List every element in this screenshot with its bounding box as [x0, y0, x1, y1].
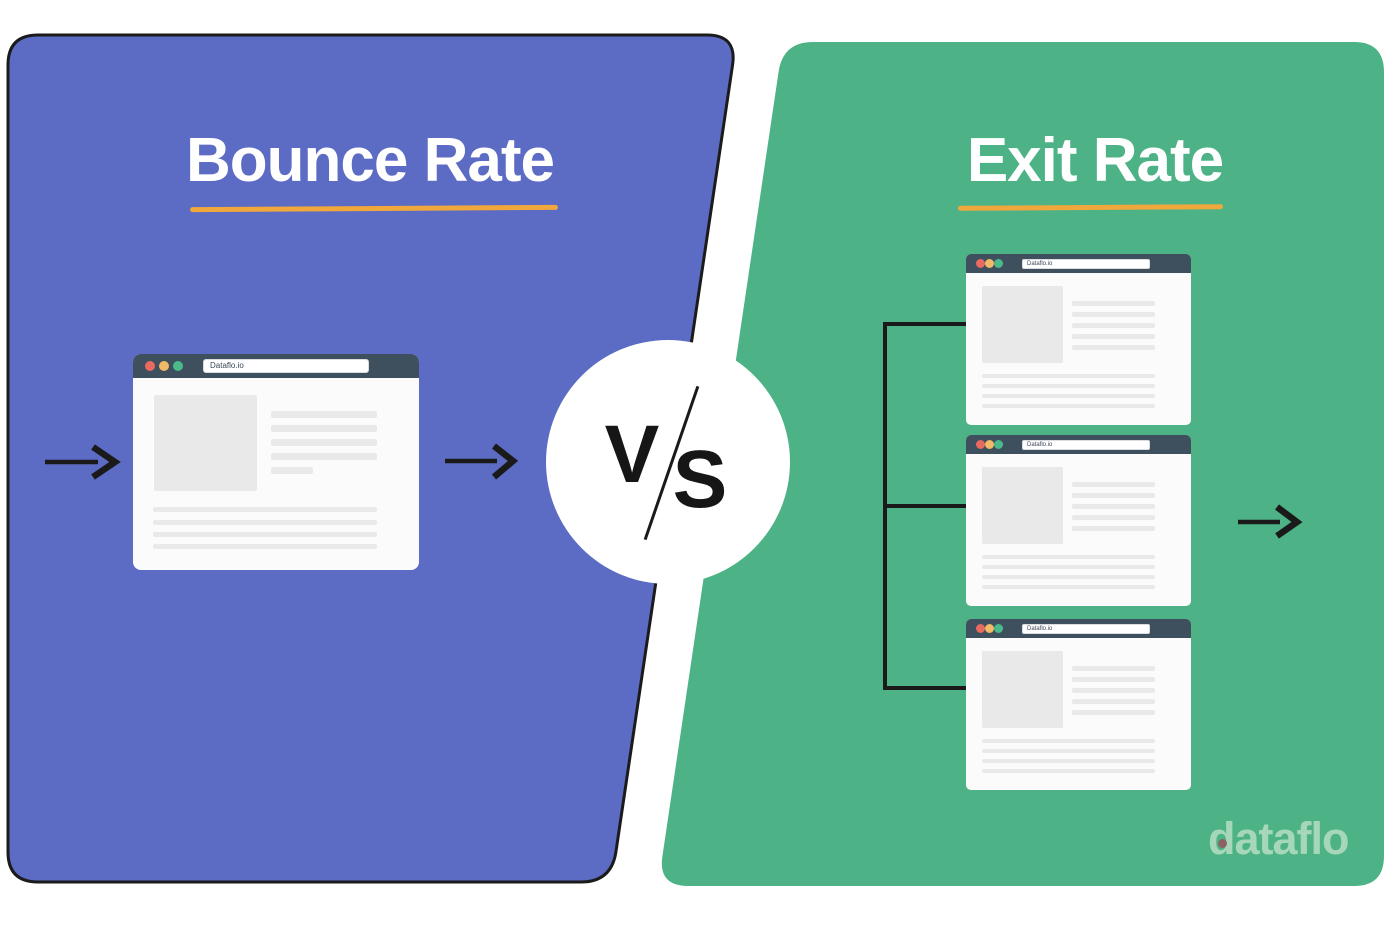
text-line-placeholder	[1072, 504, 1155, 509]
text-line-placeholder	[271, 439, 377, 446]
traffic-light-yellow-icon	[985, 440, 994, 449]
traffic-light-yellow-icon	[985, 259, 994, 268]
vs-badge	[546, 340, 790, 584]
traffic-light-green-icon	[994, 440, 1003, 449]
text-line-placeholder	[982, 769, 1155, 773]
text-line-placeholder	[1072, 301, 1155, 306]
vs-letter-s: S	[672, 434, 728, 525]
url-bar: Dataflo.io	[203, 359, 369, 373]
text-line-placeholder	[982, 759, 1155, 763]
text-line-placeholder	[271, 425, 377, 432]
text-line-placeholder	[1072, 334, 1155, 339]
text-line-placeholder	[271, 453, 377, 460]
browser-window: Dataflo.io	[966, 435, 1191, 606]
text-line-placeholder	[271, 467, 313, 474]
browser-window: Dataflo.io	[966, 254, 1191, 425]
text-line-placeholder	[982, 394, 1155, 398]
image-placeholder	[154, 395, 257, 491]
image-placeholder	[982, 651, 1063, 728]
traffic-light-green-icon	[173, 361, 183, 371]
arrow-right-icon	[445, 443, 519, 480]
url-bar: Dataflo.io	[1022, 259, 1150, 269]
text-line-placeholder	[1072, 526, 1155, 531]
traffic-light-red-icon	[145, 361, 155, 371]
dataflo-logo-text: dataflo	[1208, 813, 1350, 864]
traffic-light-red-icon	[976, 624, 985, 633]
text-line-placeholder	[1072, 312, 1155, 317]
text-line-placeholder	[982, 404, 1155, 408]
text-line-placeholder	[153, 507, 377, 512]
text-line-placeholder	[982, 374, 1155, 378]
text-line-placeholder	[982, 384, 1155, 388]
text-line-placeholder	[1072, 688, 1155, 693]
text-line-placeholder	[1072, 666, 1155, 671]
exit-rate-title: Exit Rate	[966, 126, 1224, 195]
arrow-right-icon	[45, 444, 121, 480]
text-line-placeholder	[982, 585, 1155, 589]
text-line-placeholder	[1072, 323, 1155, 328]
traffic-light-green-icon	[994, 624, 1003, 633]
url-bar: Dataflo.io	[1022, 624, 1150, 634]
text-line-placeholder	[153, 544, 377, 549]
arrow-right-icon	[1238, 504, 1303, 539]
vs-letter-v: V	[604, 409, 660, 500]
traffic-light-green-icon	[994, 259, 1003, 268]
text-line-placeholder	[1072, 677, 1155, 682]
traffic-light-yellow-icon	[985, 624, 994, 633]
text-line-placeholder	[1072, 493, 1155, 498]
dataflo-logo: dataflo	[1208, 813, 1388, 864]
text-line-placeholder	[271, 411, 377, 418]
bounce-rate-title: Bounce Rate	[186, 126, 555, 195]
text-line-placeholder	[982, 565, 1155, 569]
text-line-placeholder	[1072, 345, 1155, 350]
browser-window: Dataflo.io	[133, 354, 419, 570]
traffic-light-yellow-icon	[159, 361, 169, 371]
text-line-placeholder	[982, 749, 1155, 753]
traffic-light-red-icon	[976, 259, 985, 268]
browser-titlebar: Dataflo.io	[966, 254, 1191, 273]
url-bar: Dataflo.io	[1022, 440, 1150, 450]
text-line-placeholder	[1072, 710, 1155, 715]
logo-dot-icon	[1218, 839, 1227, 848]
browser-titlebar: Dataflo.io	[966, 619, 1191, 638]
text-line-placeholder	[1072, 482, 1155, 487]
text-line-placeholder	[982, 575, 1155, 579]
image-placeholder	[982, 286, 1063, 363]
browser-titlebar: Dataflo.io	[133, 354, 419, 378]
text-line-placeholder	[1072, 515, 1155, 520]
text-line-placeholder	[153, 520, 377, 525]
text-line-placeholder	[982, 555, 1155, 559]
text-line-placeholder	[153, 532, 377, 537]
text-line-placeholder	[982, 739, 1155, 743]
browser-titlebar: Dataflo.io	[966, 435, 1191, 454]
traffic-light-red-icon	[976, 440, 985, 449]
connector-bracket	[883, 322, 966, 690]
image-placeholder	[982, 467, 1063, 544]
text-line-placeholder	[1072, 699, 1155, 704]
browser-window: Dataflo.io	[966, 619, 1191, 790]
